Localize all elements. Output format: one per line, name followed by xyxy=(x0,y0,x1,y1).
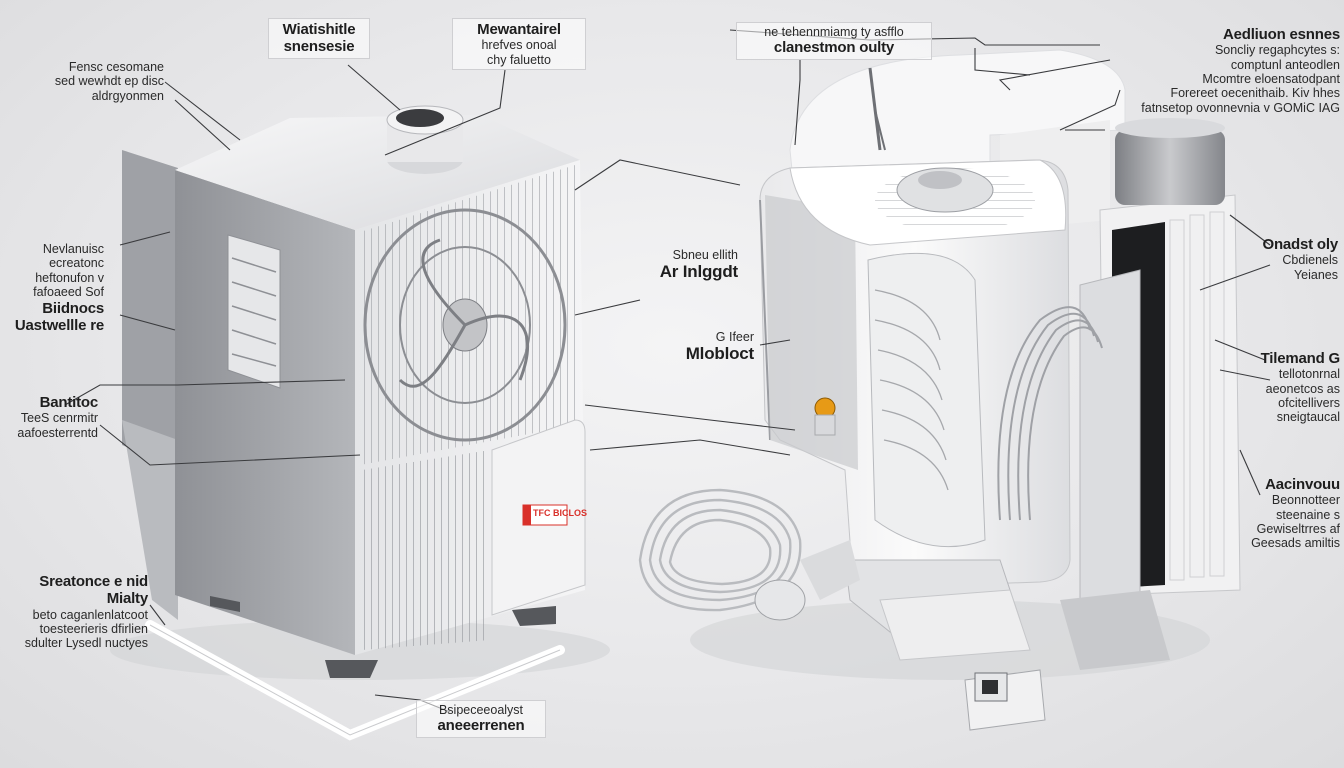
label-line: G Ifeer xyxy=(715,330,754,344)
label-top-center-left: Wiatishitle snensesie xyxy=(268,18,370,59)
label-title: clanestmon oulty xyxy=(773,39,895,57)
label-title: aneeerrenen xyxy=(437,717,525,735)
label-line: beto caganlenlatcoot xyxy=(32,607,148,622)
label-line: Beonnotteer xyxy=(1271,493,1340,508)
label-title: Ar Inlggdt xyxy=(659,262,738,282)
indoor-unit-right xyxy=(638,49,1241,731)
label-line: aldrgyonmen xyxy=(91,88,164,103)
label-line: Yeianes xyxy=(1293,267,1338,282)
label-line: Gewiseltrres af xyxy=(1256,522,1340,536)
label-title: Mlobloct xyxy=(685,344,754,364)
label-line: Soncliy regaphcytes s: xyxy=(1214,43,1340,58)
front-coil xyxy=(867,252,986,548)
label-top-right: Aedliuon esnnes Soncliy regaphcytes s: c… xyxy=(1104,26,1340,115)
label-title: Biidnocs xyxy=(42,299,104,317)
small-connector xyxy=(964,669,1046,731)
label-line: toesteerieris dfirlien xyxy=(39,621,148,636)
label-line: heftonufon v xyxy=(35,270,104,285)
label-line: Forereet oecenithaib. Kiv hhes xyxy=(1170,86,1340,101)
brand-badge: TFC BICLOS xyxy=(533,508,587,518)
label-line: Cbdienels xyxy=(1282,253,1338,268)
label-title: Uastwellle re xyxy=(14,316,104,334)
label-title: Sreatonce e nid Mialty xyxy=(39,573,148,608)
coil-hose xyxy=(997,306,1103,521)
label-right-a: Onadst oly Cbdienels Yeianes xyxy=(1250,236,1338,282)
front-panel-grey xyxy=(765,195,858,470)
label-title: Wiatishitle xyxy=(282,21,356,38)
label-line: fatnsetop ovonnevnia v GOMiC IAG xyxy=(1141,100,1340,115)
label-line: TeeS cenrmitr xyxy=(20,411,98,426)
left-side-panel xyxy=(122,150,178,470)
top-cylinder xyxy=(1115,130,1225,205)
label-line: aeonetcos as xyxy=(1265,381,1340,396)
label-right-c: Aacinvouu Beonnotteer steenaine s Gewise… xyxy=(1236,476,1340,551)
label-line: chy faluetto xyxy=(487,52,551,67)
label-line: aafoesterrentd xyxy=(17,425,98,440)
label-title: Onadst oly xyxy=(1262,236,1338,253)
label-line: fafoaeed Sof xyxy=(33,285,104,300)
label-left-top: Fensc cesomane sed wewhdt ep disc aldrgy… xyxy=(24,60,164,103)
label-line: Sbneu ellith xyxy=(672,248,738,262)
label-center-mid: Sbneu ellith Ar Inlggdt xyxy=(620,248,738,282)
left-unit-top xyxy=(175,115,580,230)
label-bottom-center: Bsipeceeoalyst aneeerrenen xyxy=(416,700,546,738)
label-line: Fensc cesomane xyxy=(68,60,164,74)
label-line: ofcitellivers xyxy=(1278,396,1340,410)
label-top-right-center: ne tehennmiamg ty asfflo clanestmon oult… xyxy=(736,22,932,60)
label-line: sed wewhdt ep disc xyxy=(54,74,164,89)
outdoor-unit-left xyxy=(122,105,586,678)
leader-lines xyxy=(64,29,1271,713)
coiled-hose xyxy=(638,488,802,612)
label-title: Aacinvouu xyxy=(1265,476,1340,493)
label-line: Mcomtre eloensatodpant xyxy=(1202,72,1340,86)
label-line: Geesads amiltis xyxy=(1251,536,1340,551)
label-line: hrefves onoal xyxy=(481,38,557,53)
lower-grille xyxy=(362,450,490,650)
label-line: sneigtaucal xyxy=(1276,410,1340,425)
label-sub: snensesie xyxy=(283,38,355,56)
label-title: Tilemand G xyxy=(1260,350,1341,367)
label-line: ne tehennmiamg ty asfflo xyxy=(764,25,904,39)
label-top-center: Mewantairel hrefves onoal chy faluetto xyxy=(452,18,586,70)
label-left-mid: Nevlanuisc ecreatonc heftonufon v fafoae… xyxy=(0,242,104,334)
label-line: tellotonrnal xyxy=(1278,367,1340,382)
left-unit-side xyxy=(175,170,355,655)
label-line: Nevlanuisc xyxy=(42,242,104,256)
label-title: Mewantairel xyxy=(477,21,561,38)
side-louver xyxy=(227,234,281,389)
label-left-bottom: Sreatonce e nid Mialty beto caganlenlatc… xyxy=(0,573,148,651)
label-title: Bantitoc xyxy=(39,394,99,411)
label-line: sdulter Lysedl nuctyes xyxy=(24,636,148,651)
label-center-low: G Ifeer Mlobloct xyxy=(650,330,754,364)
label-left-low: Bantitoc TeeS cenrmitr aafoesterrentd xyxy=(4,394,98,440)
label-line: comptunl anteodlen xyxy=(1230,57,1340,72)
label-right-b: Tilemand G tellotonrnal aeonetcos as ofc… xyxy=(1244,350,1341,425)
label-title: Aedliuon esnnes xyxy=(1222,26,1340,43)
label-line: ecreatonc xyxy=(49,256,104,271)
label-line: Bsipeceeoalyst xyxy=(438,703,524,717)
label-line: steenaine s xyxy=(1276,507,1340,522)
